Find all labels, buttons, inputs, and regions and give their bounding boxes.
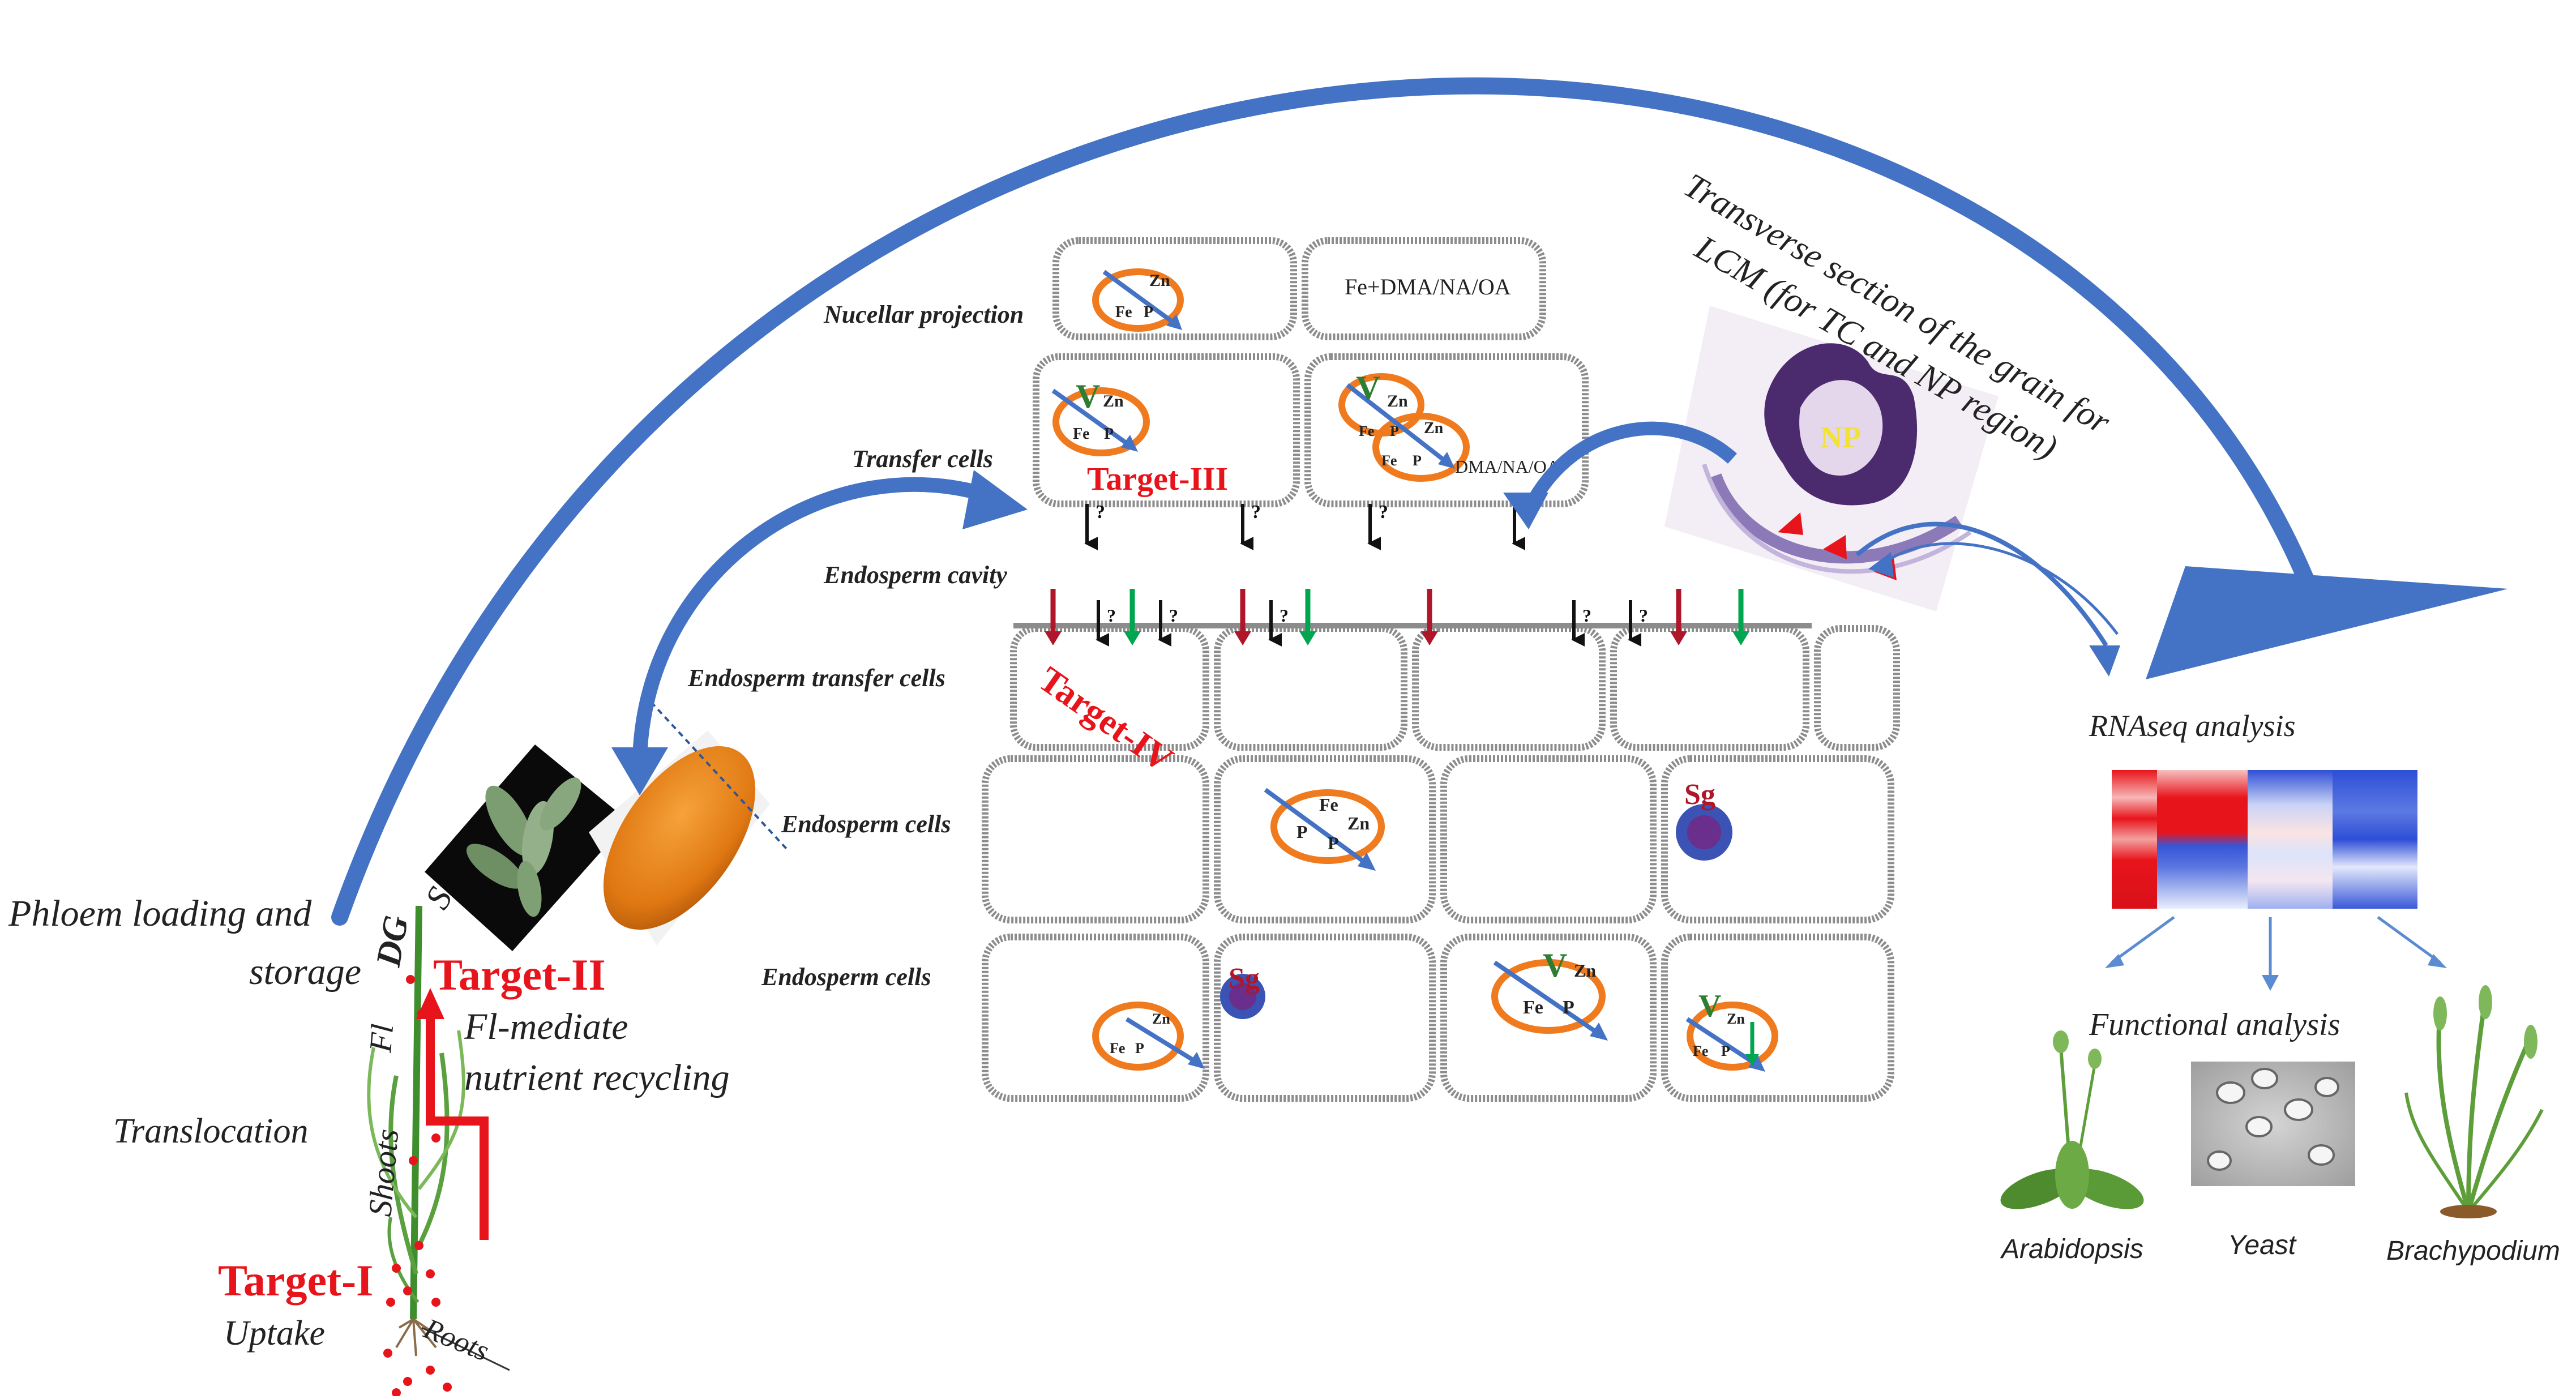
svg-text:?: ? [1379, 502, 1388, 523]
svg-text:?: ? [1280, 605, 1289, 626]
svg-text:Fe: Fe [1693, 1043, 1708, 1059]
phloem-label-line1: Phloem loading and [8, 893, 312, 934]
cavity-arrows [1045, 589, 1749, 647]
svg-text:Zn: Zn [1387, 392, 1408, 410]
yeast-image [2191, 1062, 2355, 1186]
svg-text:P: P [1413, 452, 1422, 469]
svg-text:V: V [1356, 369, 1380, 407]
svg-text:?: ? [1251, 502, 1261, 523]
svg-text:Zn: Zn [1103, 392, 1124, 410]
phloem-label-line2: storage [249, 951, 361, 992]
endosperm-cells-label-1: Endosperm cells [781, 810, 951, 838]
vacuole-tc2: V Zn Zn Fe P Fe P [1338, 369, 1470, 482]
cell-grid [982, 237, 1900, 1102]
fl-mediate-label: Fl-mediate [464, 1006, 628, 1047]
arabidopsis-label: Arabidopsis [2000, 1234, 2143, 1264]
svg-text:V: V [1076, 378, 1100, 415]
target-ii-label: Target-II [433, 950, 606, 999]
storage-granule-ec2: Sg [1220, 962, 1265, 1019]
tc-to-lcm-arrow [1503, 421, 1738, 529]
functional-arrows [2105, 915, 2447, 991]
svg-text:Fe: Fe [1381, 452, 1397, 469]
svg-text:Zn: Zn [1149, 271, 1170, 290]
svg-text:Fe: Fe [1319, 794, 1338, 815]
svg-text:?: ? [1107, 605, 1116, 626]
svg-text:?: ? [1169, 605, 1178, 626]
dg-label: DG [369, 913, 416, 970]
compound-label-2: DMA/NA/OA [1455, 456, 1560, 477]
svg-text:V: V [1543, 947, 1567, 984]
fl-label: Fl [363, 1022, 400, 1054]
np-label: NP [1820, 420, 1861, 454]
grain-image [589, 701, 788, 945]
efflux-arrows-tc [1084, 504, 1526, 550]
vacuole-tc1: V Zn Fe P [1051, 378, 1150, 456]
svg-text:P: P [1135, 1040, 1144, 1056]
endosperm-transfer-cells-label: Endosperm transfer cells [687, 664, 945, 692]
question-marks-cavity: ? ? ? ? ? [1107, 605, 1648, 626]
nucellar-projection-label: Nucellar projection [823, 301, 1024, 328]
storage-granule-ec1: Sg [1676, 778, 1732, 861]
endosperm-cells-label-2: Endosperm cells [761, 963, 931, 991]
big-transport-arc [331, 77, 2508, 926]
compound-label: Fe+DMA/NA/OA [1345, 274, 1511, 300]
shoots-label: Shoots [361, 1127, 405, 1218]
rnaseq-heatmap [2112, 770, 2417, 909]
svg-text:Zn: Zn [1574, 960, 1596, 981]
translocation-red-arrow [416, 988, 489, 1240]
svg-text:P: P [1563, 997, 1574, 1018]
svg-text:P: P [1144, 303, 1153, 321]
rnaseq-label: RNAseq analysis [2089, 709, 2295, 743]
svg-text:P: P [1104, 425, 1114, 443]
brachypodium-image [2404, 985, 2544, 1218]
vacuole-ec2a: Zn Fe P [1092, 1002, 1205, 1071]
vacuole-ec2b: V Zn Fe P [1491, 947, 1608, 1041]
svg-text:V: V [1698, 989, 1721, 1024]
svg-text:?: ? [1096, 502, 1105, 523]
wheat-plant [367, 905, 510, 1371]
svg-text:Fe: Fe [1115, 303, 1132, 321]
svg-text:P: P [1296, 822, 1308, 842]
lcm-section-image: NP [1664, 306, 1999, 611]
grain-to-cells-arrow [611, 470, 1028, 795]
svg-text:?: ? [1639, 605, 1648, 626]
vacuole-ec1: Fe Zn P P [1264, 788, 1385, 871]
svg-text:?: ? [1582, 605, 1591, 626]
yeast-label: Yeast [2228, 1230, 2297, 1260]
svg-text:Fe: Fe [1073, 425, 1090, 443]
svg-text:Sg: Sg [1229, 962, 1260, 995]
target-i-label: Target-I [218, 1256, 373, 1305]
svg-text:Zn: Zn [1424, 420, 1444, 437]
svg-text:Sg: Sg [1684, 778, 1715, 811]
roots-label: Roots [419, 1312, 494, 1368]
svg-text:Zn: Zn [1347, 813, 1370, 833]
functional-analysis-label: Functional analysis [2089, 1007, 2340, 1042]
translocation-label: Translocation [113, 1112, 309, 1150]
endosperm-cavity-label: Endosperm cavity [823, 561, 1007, 589]
svg-text:Zn: Zn [1727, 1011, 1745, 1027]
spikelet-image [425, 745, 628, 951]
brachypodium-label: Brachypodium [2386, 1236, 2560, 1266]
target-iii-label: Target-III [1087, 460, 1228, 497]
svg-text:P: P [1328, 833, 1339, 853]
lcm-to-rnaseq-arrows [1855, 521, 2120, 677]
vacuole-ec2c: V Zn Fe P [1685, 989, 1778, 1072]
svg-text:P: P [1721, 1043, 1730, 1059]
svg-text:Zn: Zn [1152, 1011, 1170, 1027]
arabidopsis-image [2000, 1030, 2144, 1209]
nutrient-recycling-label: nutrient recycling [464, 1057, 730, 1098]
vacuole-np: Zn Fe P [1092, 268, 1184, 332]
uptake-label: Uptake [224, 1314, 325, 1353]
transfer-cells-label: Transfer cells [852, 445, 993, 473]
svg-text:P: P [1390, 423, 1399, 439]
svg-text:Fe: Fe [1110, 1040, 1125, 1056]
svg-text:Fe: Fe [1359, 423, 1374, 439]
svg-text:Fe: Fe [1523, 997, 1543, 1018]
